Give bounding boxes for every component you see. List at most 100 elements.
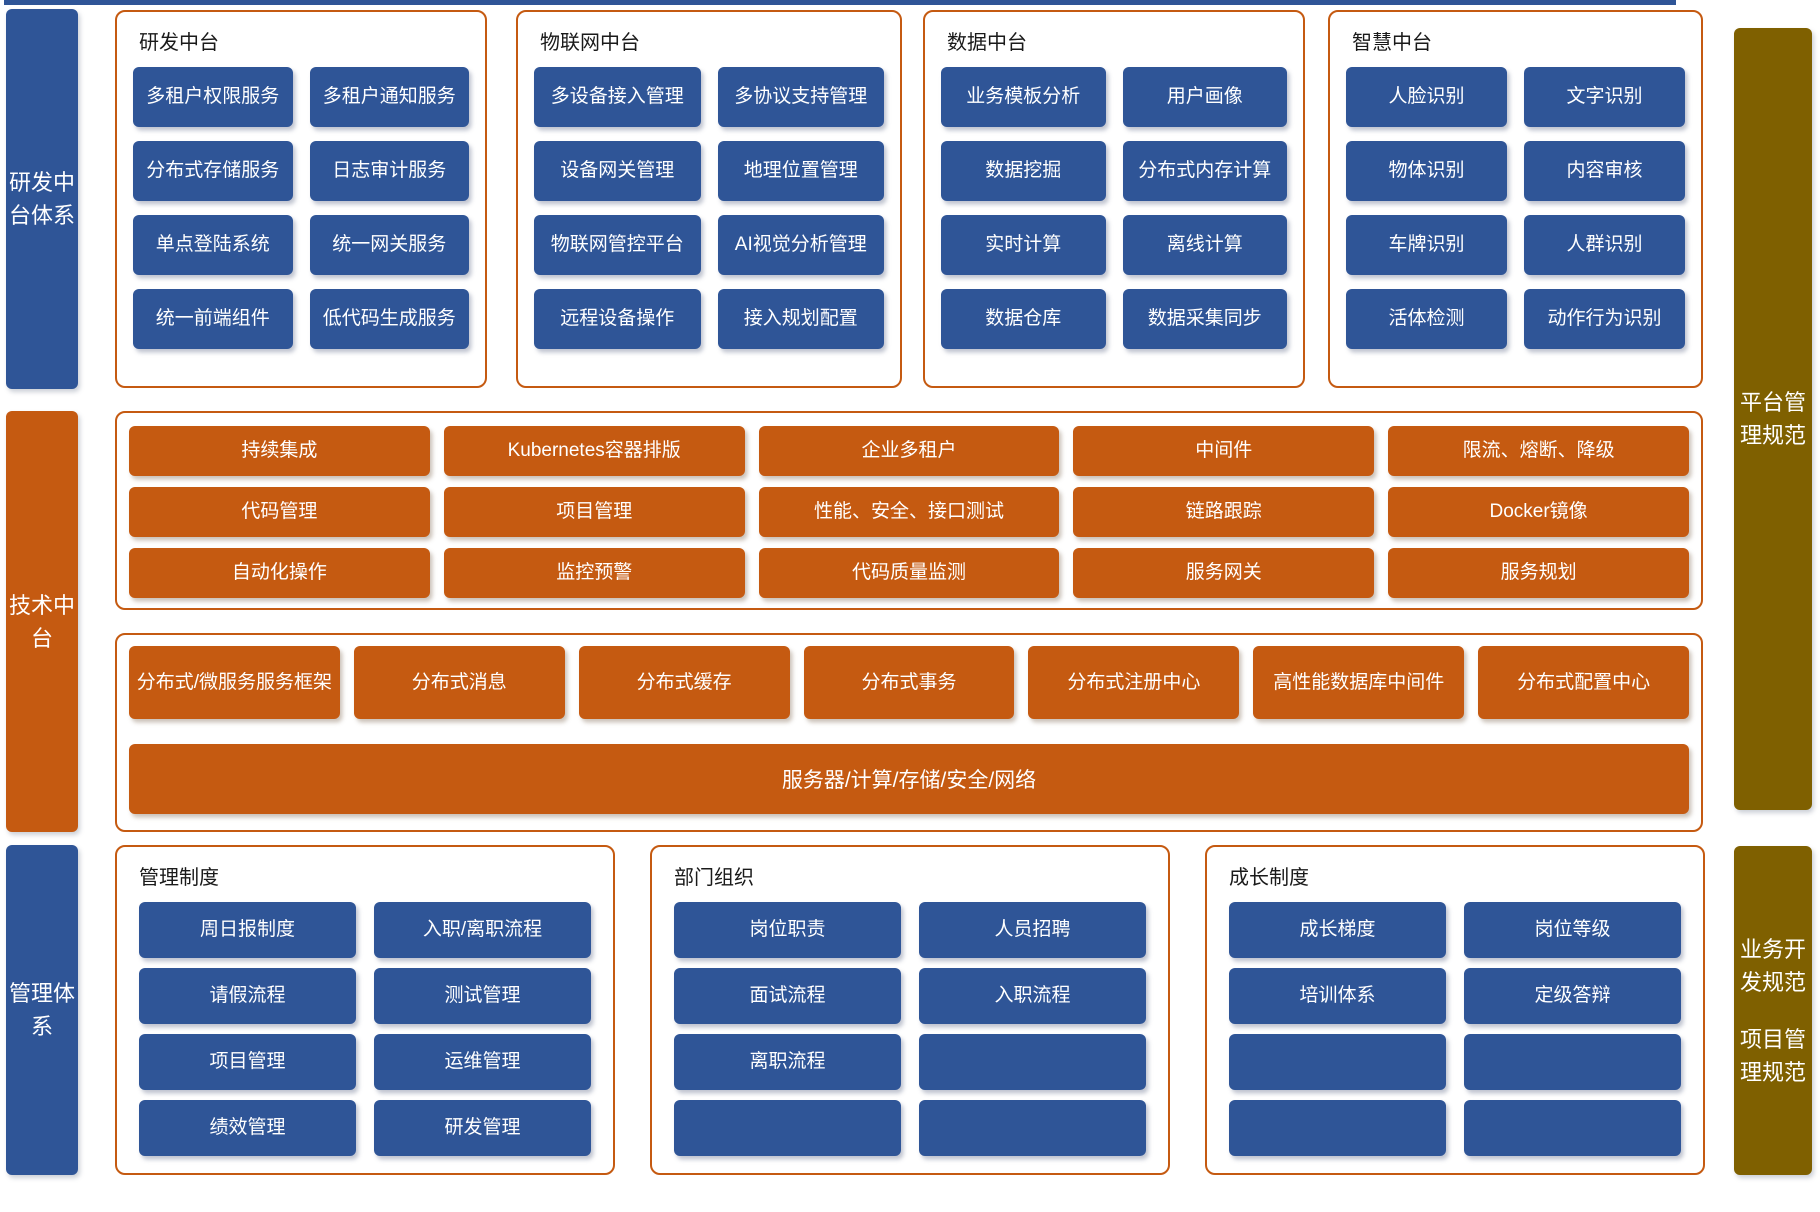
group-title: 部门组织: [674, 867, 754, 889]
capability-chip: 数据仓库: [941, 289, 1106, 349]
policy-chip: [1229, 1034, 1446, 1090]
capability-chip: 人群识别: [1524, 215, 1685, 275]
capability-chip: 物联网管控平台: [534, 215, 701, 275]
vertical-label-rd-platform-system: 研发中台体系: [6, 9, 78, 389]
middleware-chip: 分布式缓存: [578, 646, 790, 719]
policy-chip: [1464, 1100, 1681, 1156]
vertical-label-text: 项目管理规范: [1739, 1026, 1806, 1085]
capability-chip: 数据采集同步: [1122, 289, 1287, 349]
capability-chip: 离线计算: [1122, 215, 1287, 275]
policy-chip: 入职流程: [919, 968, 1146, 1024]
chip-grid: 周日报制度入职/离职流程请假流程测试管理项目管理运维管理绩效管理研发管理: [117, 900, 613, 1168]
vertical-label-text: 业务开发规范: [1739, 936, 1806, 995]
policy-chip: 绩效管理: [139, 1100, 356, 1156]
middleware-chip: 分布式/微服务服务框架: [129, 646, 340, 719]
group-title: 物联网中台: [540, 32, 640, 54]
capability-chip: 数据挖掘: [941, 141, 1106, 201]
tool-chip: 自动化操作: [129, 548, 430, 598]
tool-chip: 监控预警: [443, 548, 745, 598]
capability-chip: 分布式内存计算: [1122, 141, 1287, 201]
group-box-data-platform: 数据中台 业务模板分析用户画像数据挖掘分布式内存计算实时计算离线计算数据仓库数据…: [923, 10, 1305, 388]
capability-chip: 实时计算: [941, 215, 1106, 275]
chip-grid: 多设备接入管理多协议支持管理设备网关管理地理位置管理物联网管控平台 AI视觉分析管…: [518, 65, 900, 363]
capability-chip: 动作行为识别: [1524, 289, 1685, 349]
policy-chip: 成长梯度: [1229, 902, 1446, 958]
tool-chip: 限流、熔断、降级: [1388, 426, 1689, 476]
capability-chip: 活体检测: [1346, 289, 1507, 349]
middleware-chip: 分布式消息: [353, 646, 565, 719]
group-title: 智慧中台: [1352, 32, 1432, 54]
tool-chip: 中间件: [1073, 426, 1375, 476]
policy-chip: [919, 1034, 1146, 1090]
capability-chip: 设备网关管理: [534, 141, 701, 201]
tool-chip: 持续集成: [129, 426, 430, 476]
capability-chip: 统一网关服务: [309, 215, 469, 275]
policy-chip: 入职/离职流程: [374, 902, 591, 958]
vertical-label-text: 技术中台: [8, 592, 75, 651]
tool-chip: Kubernetes容器排版: [443, 426, 745, 476]
tool-chip: 性能、安全、接口测试: [758, 487, 1060, 537]
middleware-chip: 分布式事务: [803, 646, 1015, 719]
vertical-label-dev-and-project-specs: 业务开发规范项目管理规范: [1734, 846, 1812, 1175]
policy-chip: 测试管理: [374, 968, 591, 1024]
capability-chip: 低代码生成服务: [309, 289, 469, 349]
group-box-iot-platform: 物联网中台 多设备接入管理多协议支持管理设备网关管理地理位置管理物联网管控平台 A…: [516, 10, 902, 388]
capability-chip: 文字识别: [1524, 67, 1685, 127]
capability-chip: 接入规划配置: [717, 289, 884, 349]
infrastructure-row: 服务器/计算/存储/安全/网络: [117, 719, 1701, 814]
policy-chip: [1464, 1034, 1681, 1090]
vertical-label-tech-platform: 技术中台: [6, 411, 78, 832]
group-title: 数据中台: [947, 32, 1027, 54]
tool-chip: 企业多租户: [758, 426, 1060, 476]
tool-chip: 代码质量监测: [758, 548, 1060, 598]
chip-grid: 人脸识别文字识别物体识别内容审核车牌识别人群识别活体检测动作行为识别: [1330, 65, 1701, 363]
capability-chip: 远程设备操作: [534, 289, 701, 349]
vertical-label-text: 平台管理规范: [1739, 390, 1806, 448]
capability-chip: 业务模板分析: [941, 67, 1106, 127]
tool-chip: 服务规划: [1388, 548, 1689, 598]
tool-chip: 代码管理: [129, 487, 430, 537]
top-divider-line: [4, 0, 1676, 5]
infrastructure-bar: 服务器/计算/存储/安全/网络: [129, 744, 1689, 814]
policy-chip: 定级答辩: [1464, 968, 1681, 1024]
policy-chip: [674, 1100, 901, 1156]
capability-chip: 分布式存储服务: [133, 141, 293, 201]
policy-chip: 岗位职责: [674, 902, 901, 958]
capability-chip: 内容审核: [1524, 141, 1685, 201]
policy-chip: 培训体系: [1229, 968, 1446, 1024]
group-title: 管理制度: [139, 867, 219, 889]
capability-chip: 单点登陆系统: [133, 215, 293, 275]
chip-grid: 多租户权限服务多租户通知服务分布式存储服务日志审计服务单点登陆系统统一网关服务统…: [117, 65, 485, 363]
capability-chip: 多设备接入管理: [534, 67, 701, 127]
chip-grid: 分布式/微服务服务框架分布式消息分布式缓存分布式事务分布式注册中心高性能数据库中…: [117, 635, 1701, 719]
policy-chip: 离职流程: [674, 1034, 901, 1090]
vertical-label-text: 管理体系: [8, 981, 75, 1039]
policy-chip: [1229, 1100, 1446, 1156]
vertical-label-text: 研发中台体系: [8, 170, 75, 228]
group-box-rd-platform: 研发中台 多租户权限服务多租户通知服务分布式存储服务日志审计服务单点登陆系统统一…: [115, 10, 487, 388]
capability-chip: 日志审计服务: [309, 141, 469, 201]
group-box-department-organization: 部门组织 岗位职责人员招聘面试流程入职流程离职流程: [650, 845, 1170, 1175]
policy-chip: 岗位等级: [1464, 902, 1681, 958]
middleware-chip: 分布式注册中心: [1028, 646, 1240, 719]
tool-chip: 服务网关: [1073, 548, 1375, 598]
policy-chip: [919, 1100, 1146, 1156]
capability-chip: 多租户通知服务: [309, 67, 469, 127]
group-title: 研发中台: [139, 32, 219, 54]
middleware-chip: 分布式配置中心: [1478, 646, 1689, 719]
capability-chip: 多租户权限服务: [133, 67, 293, 127]
capability-chip: 地理位置管理: [717, 141, 884, 201]
vertical-label-management-system: 管理体系: [6, 845, 78, 1175]
capability-chip: AI视觉分析管理: [717, 215, 884, 275]
policy-chip: 项目管理: [139, 1034, 356, 1090]
policy-chip: 面试流程: [674, 968, 901, 1024]
capability-chip: 多协议支持管理: [717, 67, 884, 127]
capability-chip: 车牌识别: [1346, 215, 1507, 275]
group-box-ai-platform: 智慧中台 人脸识别文字识别物体识别内容审核车牌识别人群识别活体检测动作行为识别: [1328, 10, 1703, 388]
chip-grid: 岗位职责人员招聘面试流程入职流程离职流程: [652, 900, 1168, 1168]
capability-chip: 人脸识别: [1346, 67, 1507, 127]
capability-chip: 物体识别: [1346, 141, 1507, 201]
